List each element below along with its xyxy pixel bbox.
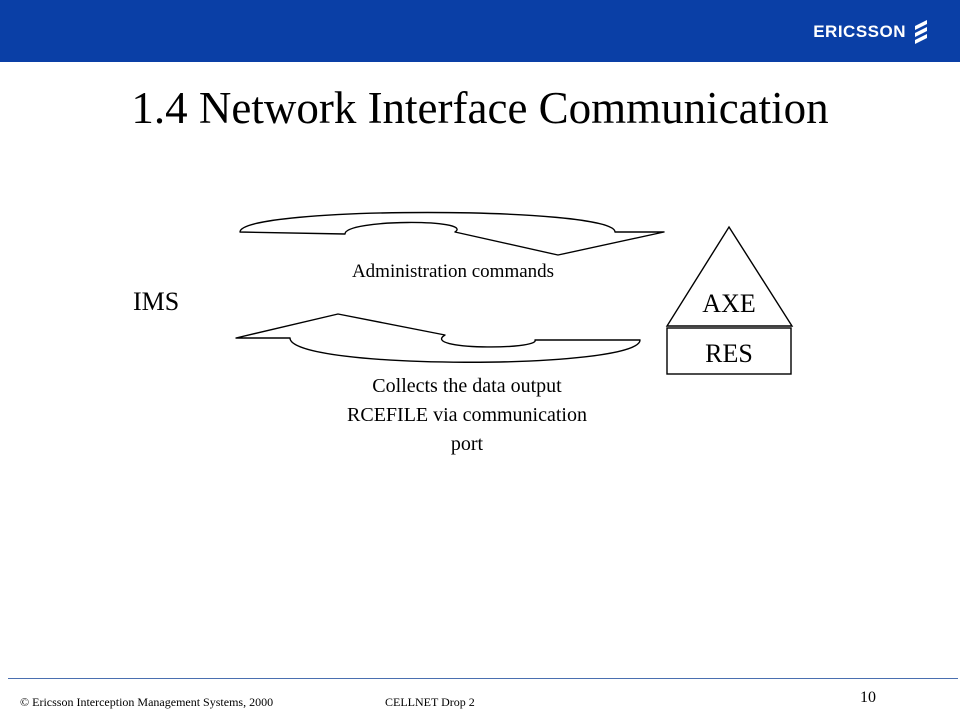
res-label: RES bbox=[705, 339, 753, 368]
bottom-arrow-label-line-3: port bbox=[451, 433, 484, 455]
slide-title: 1.4 Network Interface Communication bbox=[131, 83, 829, 133]
top-arrow-label: Administration commands bbox=[352, 261, 554, 282]
administration-arrow bbox=[239, 211, 665, 256]
axe-node bbox=[665, 225, 794, 327]
footer-project: CELLNET Drop 2 bbox=[385, 695, 475, 709]
ericsson-stripes-icon bbox=[915, 20, 927, 44]
ims-label: IMS bbox=[133, 287, 179, 316]
brand-name: ERICSSON bbox=[813, 22, 906, 41]
footer-copyright: © Ericsson Interception Management Syste… bbox=[20, 695, 274, 709]
ericsson-logo: ERICSSON bbox=[813, 18, 930, 46]
res-node bbox=[666, 327, 792, 375]
bottom-arrow-label-line-1: Collects the data output bbox=[372, 375, 562, 397]
collection-arrow bbox=[235, 313, 641, 363]
footer-divider bbox=[8, 678, 958, 679]
page-number: 10 bbox=[860, 689, 876, 706]
header-bar: ERICSSON bbox=[0, 0, 960, 62]
axe-label: AXE bbox=[702, 289, 755, 318]
bottom-arrow-label-line-2: RCEFILE via communication bbox=[347, 404, 587, 426]
